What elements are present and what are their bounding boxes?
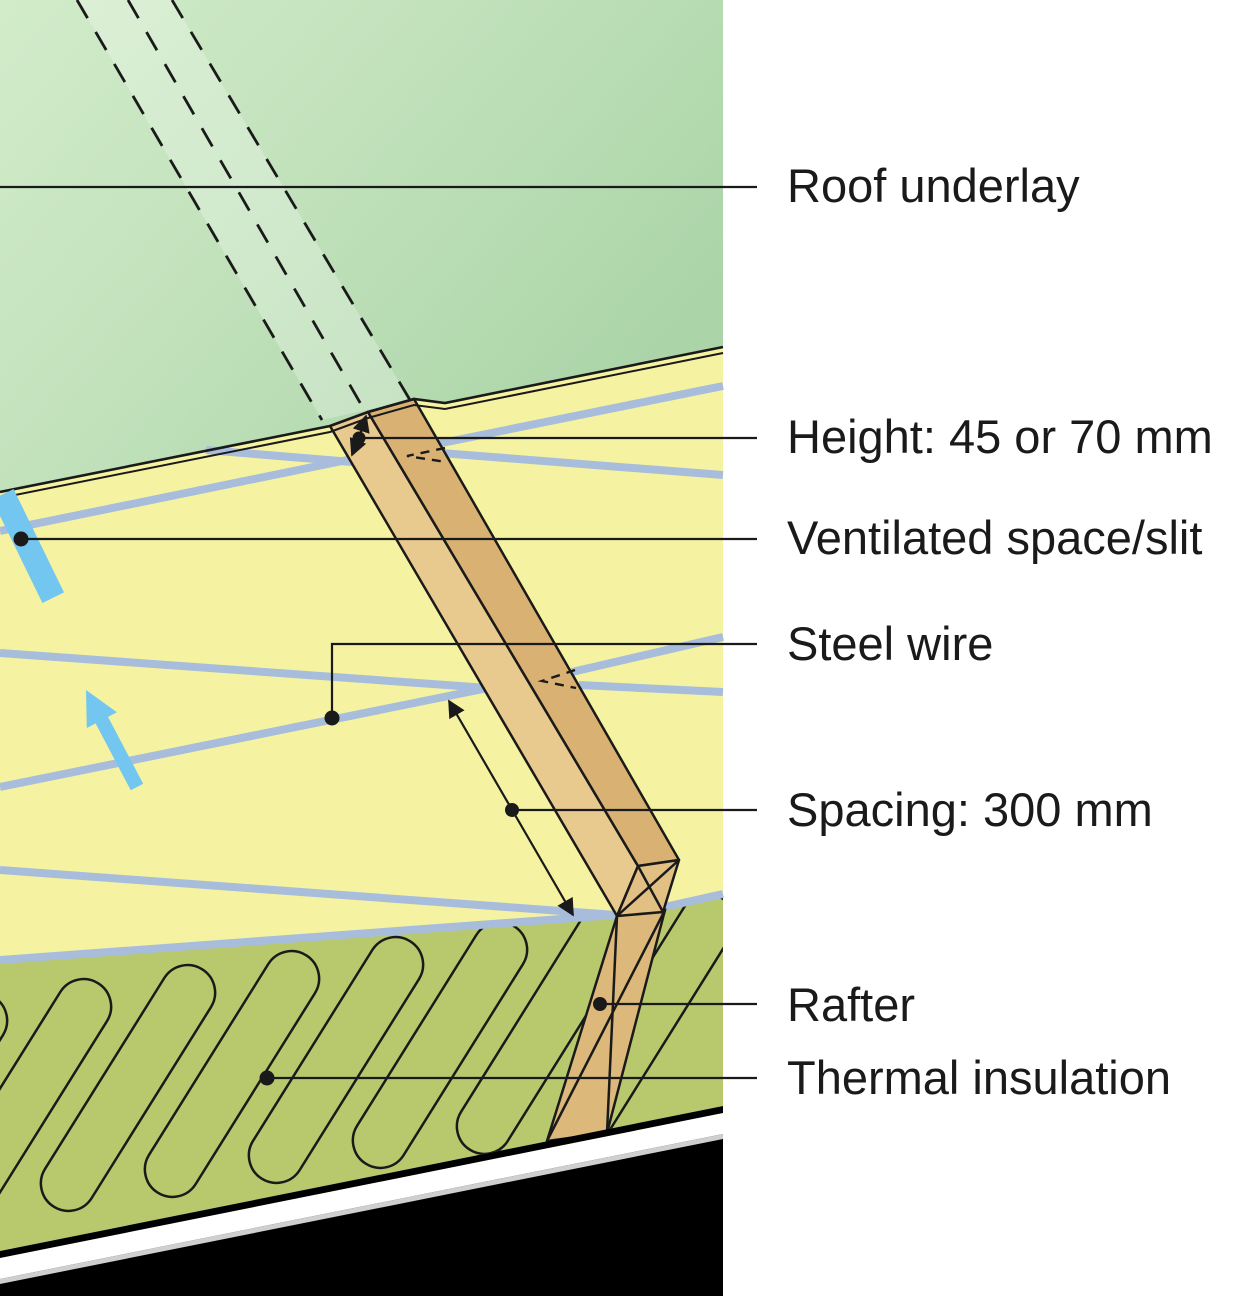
steel-wires (0, 382, 724, 964)
leader-steel-wire (330, 642, 757, 718)
label-rafter: Rafter (787, 978, 915, 1032)
leader-dot (259, 1070, 275, 1086)
label-wire-spacing: Spacing: 300 mm (787, 783, 1153, 837)
deck-board-edge (0, 1134, 723, 1284)
leader-lines (0, 185, 757, 1080)
insulation-hatch-capsule (247, 935, 425, 1185)
membrane-edge-line (0, 352, 724, 499)
rafter-grain-line (545, 909, 667, 1142)
steel-wire-segment (436, 382, 724, 448)
projection-dash-line (126, 0, 368, 414)
insulation-hatch-capsule (0, 977, 113, 1227)
steel-wire-segment (0, 911, 617, 964)
leader-dot (324, 710, 340, 726)
batten-projection-dashes (75, 0, 412, 421)
end-grain-line (616, 859, 680, 917)
airflow-arrow (86, 690, 144, 791)
ventilation-slit-marker (0, 489, 64, 603)
steel-wire-segment (659, 890, 724, 912)
roof-underlay-surface (0, 0, 723, 492)
label-roof-underlay: Roof underlay (787, 159, 1080, 213)
steel-wire-segment (0, 684, 489, 791)
steel-wire-segment (0, 649, 489, 692)
steel-wire-segment (571, 633, 724, 676)
underlay-highlight-band (77, 0, 410, 420)
deck-board (0, 1113, 723, 1279)
hidden-wire-chevron (537, 668, 577, 690)
leader-dot (505, 803, 519, 817)
steel-wire-segment (578, 681, 724, 696)
rafter-grain-line (605, 915, 619, 1134)
insulation-hatch-capsule (39, 963, 217, 1213)
membrane-edge-line (0, 345, 724, 494)
leader-dot (352, 431, 366, 445)
leader-dots (13, 431, 607, 1086)
label-steel-wire: Steel wire (787, 617, 994, 671)
hidden-wire-dashes (406, 446, 577, 690)
projection-dash-line (75, 0, 324, 421)
leader-dot (13, 531, 29, 547)
label-batten-height: Height: 45 or 70 mm (787, 410, 1213, 464)
insulation-hatch-capsule (143, 949, 321, 1199)
projection-dash-line (170, 0, 412, 401)
end-grain-line (636, 865, 665, 913)
steel-wire-segment (0, 455, 353, 535)
steel-wire-segment (440, 449, 724, 479)
leader-dot (593, 997, 607, 1011)
label-ventilated-space: Ventilated space/slit (787, 511, 1203, 565)
hidden-wire-chevron (406, 446, 447, 464)
label-thermal-insulation: Thermal insulation (787, 1051, 1172, 1105)
membrane-edge-lines (0, 345, 724, 499)
